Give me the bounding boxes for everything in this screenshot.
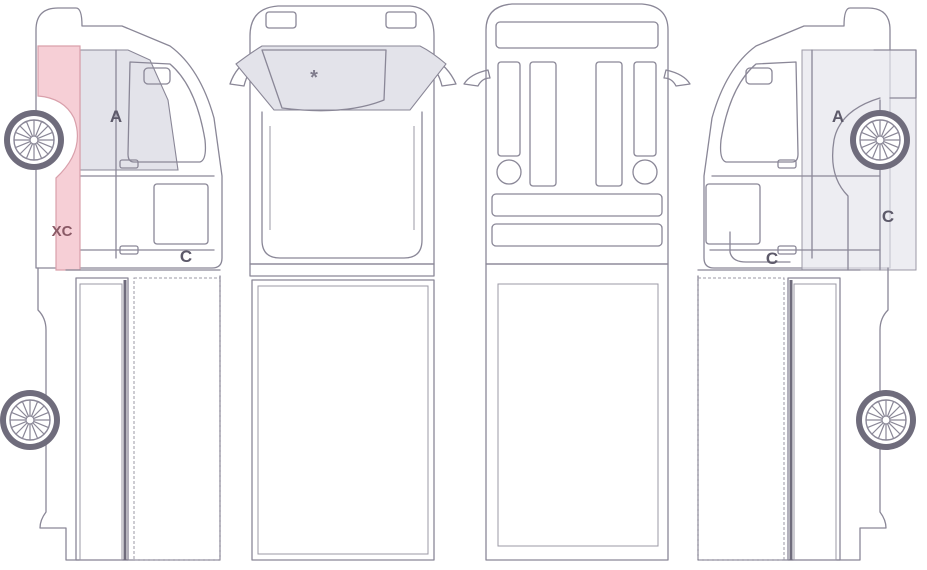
right-front-wheel bbox=[849, 109, 911, 171]
left-cab-outline bbox=[35, 7, 223, 269]
rear-cab-outline bbox=[485, 3, 669, 265]
right-label-a: A bbox=[832, 107, 844, 126]
rear-right-mirror bbox=[663, 69, 691, 87]
rear-cargo-door bbox=[497, 283, 659, 547]
right-window bbox=[719, 61, 799, 163]
rear-light-left bbox=[496, 159, 522, 185]
right-cargo-door bbox=[787, 277, 841, 561]
rear-view bbox=[463, 3, 691, 561]
left-label-c: C bbox=[180, 247, 192, 266]
right-door-handle bbox=[777, 159, 797, 169]
left-rear-wheel bbox=[0, 389, 61, 451]
top-cargo-box bbox=[251, 279, 435, 561]
left-label-a: A bbox=[110, 107, 122, 126]
top-cab-roof bbox=[261, 111, 423, 259]
left-cargo-door-inner bbox=[79, 283, 123, 561]
right-mirror bbox=[745, 67, 773, 85]
right-zone-c-top bbox=[873, 49, 917, 99]
top-cab-outline bbox=[249, 5, 435, 265]
top-marker-light-right bbox=[385, 11, 417, 29]
rear-window-4 bbox=[633, 61, 657, 157]
right-wheel-arch bbox=[831, 97, 881, 271]
rear-window-3 bbox=[595, 61, 623, 187]
top-marker-light-left bbox=[265, 11, 297, 29]
left-sill-step bbox=[119, 245, 139, 255]
left-side-view: A C XC bbox=[0, 7, 223, 561]
rear-bumper-upper bbox=[491, 193, 663, 217]
right-body-outline bbox=[697, 267, 889, 561]
left-step-panel bbox=[153, 183, 209, 245]
left-cargo-door bbox=[75, 277, 129, 561]
right-label-c-side: C bbox=[882, 207, 894, 226]
right-sill-step bbox=[777, 245, 797, 255]
left-front-wheel bbox=[3, 109, 65, 171]
rear-left-mirror bbox=[463, 69, 491, 87]
right-sill-hose bbox=[729, 231, 791, 263]
right-cargo-door-inner bbox=[793, 283, 837, 561]
rear-window-1 bbox=[497, 61, 521, 157]
right-rear-wheel bbox=[855, 389, 917, 451]
top-cargo-box-inner bbox=[257, 285, 429, 555]
right-label-c-bottom: C bbox=[766, 249, 778, 268]
left-cargo-panel-dashed bbox=[133, 277, 221, 561]
left-zone-xc bbox=[37, 45, 81, 271]
top-view: * bbox=[229, 5, 457, 561]
top-windshield-zone bbox=[235, 45, 447, 111]
right-step-panel bbox=[705, 183, 761, 245]
right-cargo-panel-dashed bbox=[697, 277, 785, 561]
top-label-star: * bbox=[310, 67, 318, 89]
right-side-view: A C C bbox=[697, 7, 917, 561]
rear-light-right bbox=[632, 159, 658, 185]
top-cab-body-joint bbox=[249, 263, 435, 277]
right-cab-outline bbox=[703, 7, 891, 269]
left-mirror bbox=[143, 67, 171, 85]
left-door-handle bbox=[119, 159, 139, 169]
rear-cargo-box bbox=[485, 263, 669, 561]
rear-window-2 bbox=[529, 61, 557, 187]
rear-bumper-lower bbox=[491, 223, 663, 247]
left-body-outline bbox=[37, 267, 221, 561]
left-label-xc: XC bbox=[52, 223, 73, 240]
rear-top-panel bbox=[495, 21, 659, 49]
top-windshield-glass bbox=[261, 49, 387, 112]
